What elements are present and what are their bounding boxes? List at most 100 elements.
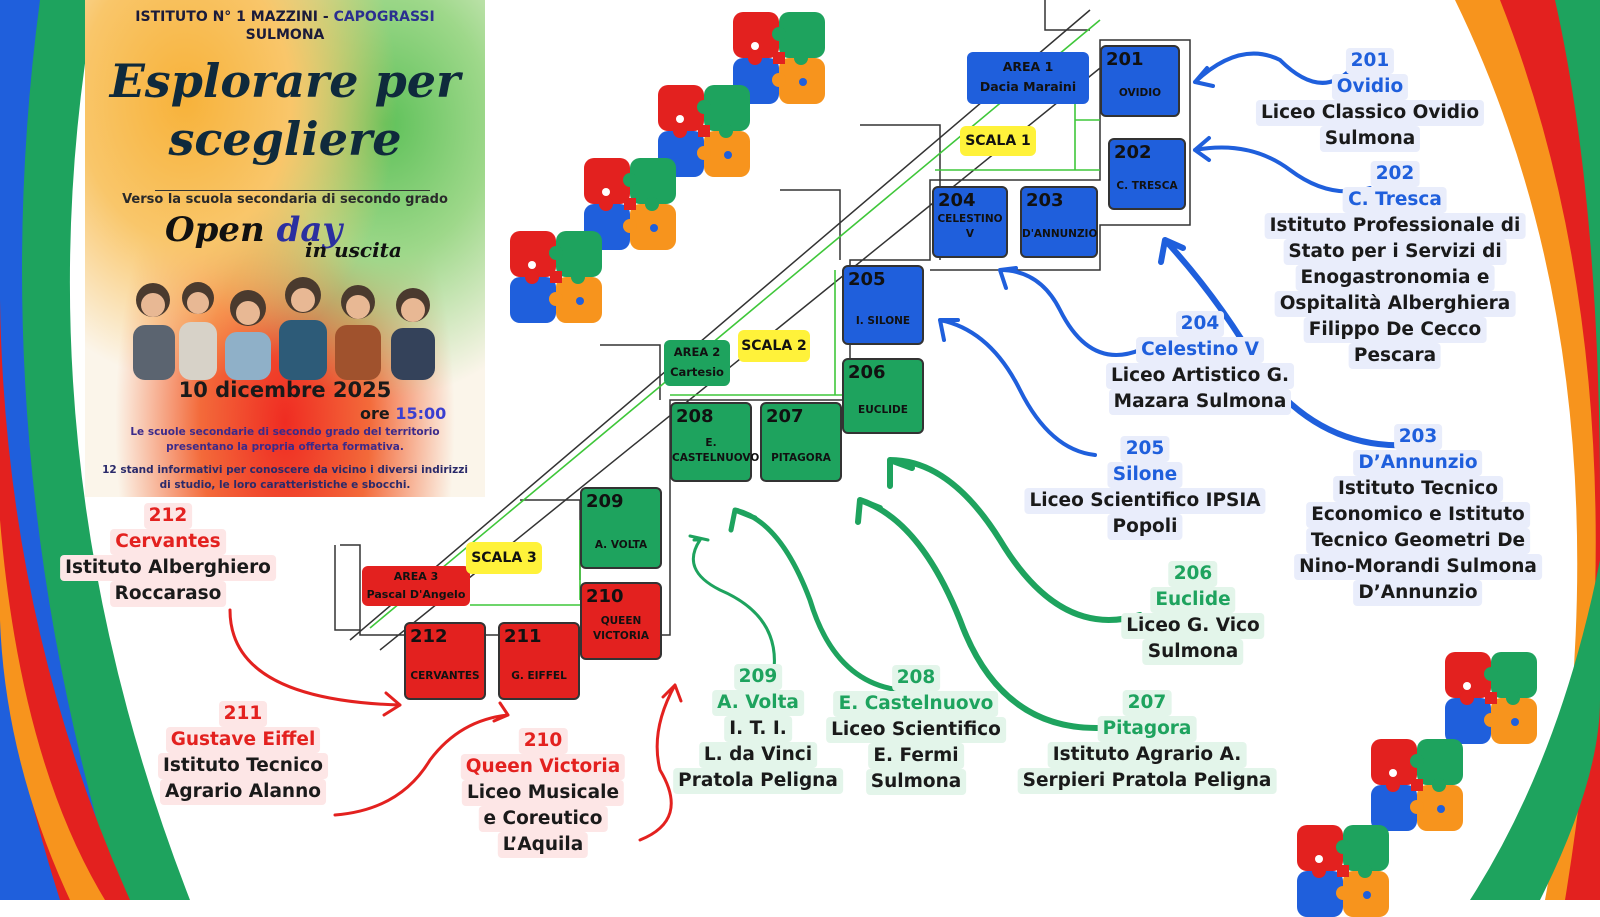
- poster-description: Le scuole secondarie di secondo grado de…: [130, 426, 440, 453]
- label-description: Enogastronomia e: [1295, 265, 1495, 291]
- poster-time: ore 15:00: [360, 404, 447, 423]
- label-number: 205: [1120, 436, 1170, 462]
- label-number: 211: [218, 701, 268, 727]
- label-description: I. T. I.: [724, 716, 792, 742]
- room-209[interactable]: 209 A. VOLTA: [580, 487, 662, 569]
- room-name: A. VOLTA: [594, 539, 648, 551]
- room-number: 206: [848, 362, 886, 383]
- label-description: Sulmona: [1319, 126, 1421, 152]
- puzzle-icon: [658, 85, 750, 177]
- label-name: Pitagora: [1097, 716, 1197, 742]
- label-description: D’Annunzio: [1353, 580, 1483, 606]
- room-name: PITAGORA: [771, 452, 831, 464]
- label-description: Roccaraso: [109, 581, 227, 607]
- room-number: 210: [586, 586, 624, 607]
- room-number: 204: [938, 190, 976, 211]
- room-number: 208: [676, 406, 714, 427]
- label-description: Liceo Scientifico: [826, 717, 1006, 743]
- room-number: 207: [766, 406, 804, 427]
- students-photo: [133, 277, 435, 380]
- label-description: Istituto Agrario A.: [1047, 742, 1247, 768]
- room-name: CERVANTES: [410, 670, 480, 682]
- room-number: 209: [586, 491, 624, 512]
- label-name: Celestino V: [1136, 337, 1264, 363]
- label-number: 208: [891, 665, 941, 691]
- label-description: Nino-Morandi Sulmona: [1294, 554, 1542, 580]
- label-name: Euclide: [1150, 587, 1236, 613]
- label-description: Liceo Scientifico IPSIA: [1024, 488, 1266, 514]
- room-number: 201: [1106, 49, 1144, 70]
- label-description: Istituto Professionale di: [1264, 213, 1526, 239]
- label-description: L’Aquila: [497, 832, 589, 858]
- poster-stands: 12 stand informativi per conoscere da vi…: [102, 464, 468, 491]
- label-description: Popoli: [1107, 514, 1183, 540]
- room-name: G. EIFFEL: [511, 670, 567, 682]
- label-number: 202: [1370, 161, 1420, 187]
- label-name: Silone: [1107, 462, 1183, 488]
- label-name: A. Volta: [712, 690, 804, 716]
- label-number: 209: [733, 664, 783, 690]
- label-description: L. da Vinci: [698, 742, 818, 768]
- arrows: [228, 51, 1413, 842]
- room-211[interactable]: 211 G. EIFFEL: [498, 622, 580, 700]
- label-name: Cervantes: [110, 529, 226, 555]
- poster-open-day: Open day: [165, 210, 343, 250]
- label-number: 206: [1168, 561, 1218, 587]
- label-description: Liceo G. Vico: [1121, 613, 1265, 639]
- room-name: EUCLIDE: [858, 404, 908, 416]
- label-name: Queen Victoria: [460, 754, 626, 780]
- label-name: C. Tresca: [1343, 187, 1447, 213]
- label-number: 207: [1122, 690, 1172, 716]
- label-description: Tecnico Geometri De: [1305, 528, 1531, 554]
- label-description: Filippo De Cecco: [1303, 317, 1487, 343]
- room-number: 205: [848, 269, 886, 290]
- room-number: 212: [410, 626, 448, 647]
- room-name: CELESTINO V: [937, 213, 1003, 240]
- label-description: Ospitalità Alberghiera: [1274, 291, 1516, 317]
- label-number: 201: [1345, 48, 1395, 74]
- room-number: 202: [1114, 142, 1152, 163]
- label-description: Liceo Artistico G.: [1106, 363, 1294, 389]
- room-name: D'ANNUNZIO: [1022, 228, 1098, 240]
- label-description: Economico e Istituto: [1306, 502, 1530, 528]
- label-number: 210: [518, 728, 568, 754]
- label-number: 204: [1175, 311, 1225, 337]
- puzzle-icon: [1297, 825, 1389, 917]
- room-number: 211: [504, 626, 542, 647]
- label-name: E. Castelnuovo: [833, 691, 999, 717]
- label-description: Sulmona: [1142, 639, 1244, 665]
- label-number: 212: [143, 503, 193, 529]
- room-number: 203: [1026, 190, 1064, 211]
- label-description: Pratola Peligna: [673, 768, 843, 794]
- scala-1-label: SCALA 1: [960, 126, 1036, 156]
- label-description: Sulmona: [865, 769, 967, 795]
- room-name: QUEEN VICTORIA: [593, 615, 649, 642]
- label-description: Istituto Tecnico: [158, 753, 328, 779]
- label-description: E. Fermi: [868, 743, 964, 769]
- puzzle-icon: [733, 12, 825, 104]
- puzzle-icon: [1371, 739, 1463, 831]
- poster-in-uscita: in uscita: [305, 238, 402, 262]
- room-name: OVIDIO: [1118, 87, 1162, 99]
- label-description: Agrario Alanno: [160, 779, 326, 805]
